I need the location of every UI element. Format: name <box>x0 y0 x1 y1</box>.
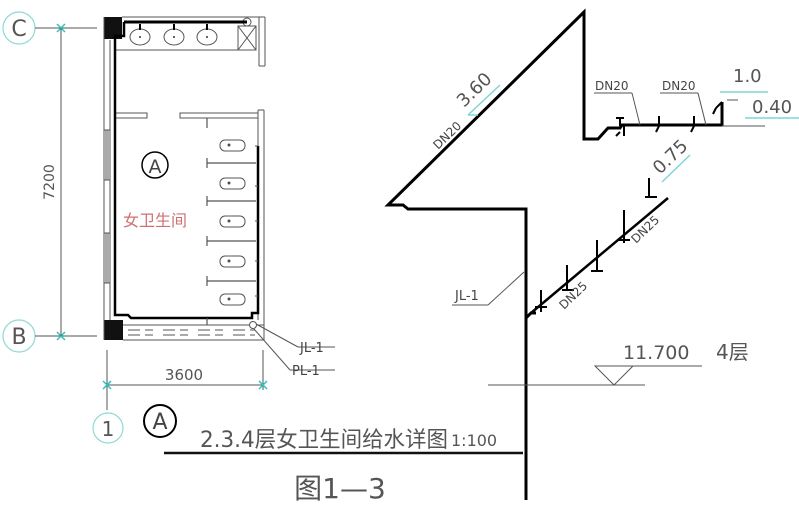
grid-axis-b: B <box>2 319 97 353</box>
riser-pipe <box>384 8 724 500</box>
grid-label-b: B <box>11 325 26 350</box>
grid-axis-1: 1 <box>92 412 124 444</box>
grid-label-c: C <box>11 17 26 42</box>
top-branch-size-2: DN20 <box>662 79 696 93</box>
room-name: 女卫生间 <box>123 211 187 230</box>
dimension-vertical-text: 7200 <box>42 164 58 200</box>
grid-axis-c: C <box>2 11 97 45</box>
riser-label: JL-1 <box>454 289 479 304</box>
washbasins <box>129 24 218 46</box>
room-marker: A <box>149 156 162 178</box>
leader-jl1: JL-1 <box>299 341 324 356</box>
floor-plan: C B 7200 <box>2 11 335 444</box>
top-branch-size-1: DN20 <box>595 79 629 93</box>
dimension-horizontal-text: 3600 <box>165 366 203 384</box>
lower-branch-fixtures <box>535 178 657 312</box>
elevation-1-0: 1.0 <box>733 66 762 87</box>
elevation-0-75: 0.75 <box>649 136 692 179</box>
floor-elevation: 11.700 <box>623 342 689 364</box>
floor-name: 4层 <box>716 340 749 364</box>
drawing-scale: 1:100 <box>451 431 497 450</box>
figure-number: 图1—3 <box>294 472 386 505</box>
grid-label-1: 1 <box>102 417 115 441</box>
dimension-7200: 7200 <box>42 28 62 336</box>
leader-pl1: PL-1 <box>292 364 320 379</box>
squat-toilets <box>219 139 246 306</box>
floor-level-marker: 11.700 4层 <box>488 340 749 386</box>
lower-branch-size-2: DN25 <box>556 279 590 312</box>
drawing-title: 2.3.4层女卫生间给水详图 <box>200 428 448 453</box>
elevation-0-40: 0.40 <box>752 97 792 118</box>
top-branch-fixtures <box>615 101 723 137</box>
bottom-window <box>128 329 255 336</box>
toilet-stalls <box>206 118 256 325</box>
axonometric-diagram: DN20 3.60 DN20 DN20 1.0 0.40 0.75 DN25 D… <box>384 8 799 500</box>
title-marker: A <box>152 410 167 435</box>
dimension-3600: 3600 <box>102 350 268 410</box>
title-block: A 2.3.4层女卫生间给水详图 1:100 图1—3 <box>143 404 523 505</box>
